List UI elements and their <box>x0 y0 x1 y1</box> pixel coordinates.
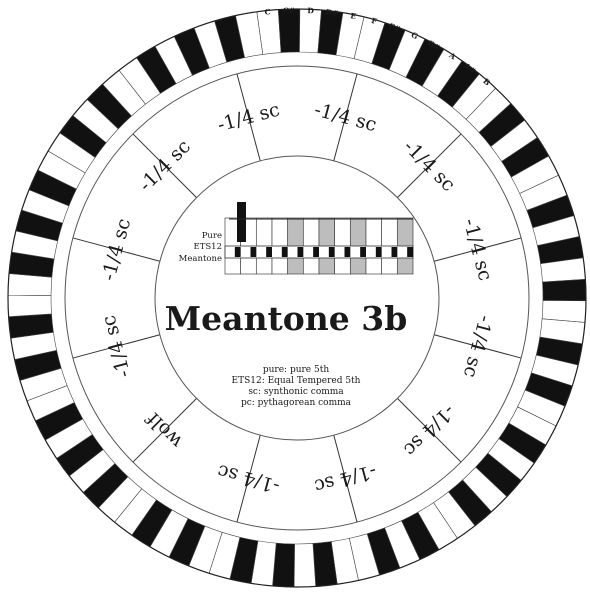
segment-divider <box>434 334 522 359</box>
diagram-title: Meantone 3b <box>165 299 408 338</box>
note-name-label: E <box>350 11 358 21</box>
legend-line-2: ETS12: Equal Tempered 5th <box>232 376 361 386</box>
white-key <box>293 543 317 588</box>
segment-divider <box>132 133 197 198</box>
chart-key-cell <box>250 247 257 257</box>
chart-key-cell <box>297 247 304 257</box>
chart-key-cell <box>313 247 319 257</box>
segment-divider <box>333 73 358 161</box>
chart-key-cell <box>266 247 272 257</box>
chart-key-cell <box>234 247 241 257</box>
note-name-label: B <box>481 76 492 87</box>
segment-divider <box>236 73 261 161</box>
chart-key-cell <box>407 247 413 257</box>
note-name-label: A <box>447 50 458 61</box>
keyboard-ring <box>7 8 587 588</box>
segment-divider <box>397 398 462 463</box>
segment-divider <box>397 133 462 198</box>
legend-line-4: pc: pythagorean comma <box>241 398 352 408</box>
chart-key-cell <box>344 247 351 257</box>
note-name-label: G <box>410 30 420 41</box>
note-name-label: D# <box>325 7 339 17</box>
white-key <box>7 294 52 318</box>
black-key <box>277 8 301 53</box>
legend-line-3: sc: synthonic comma <box>248 387 344 397</box>
segment-divider <box>333 435 358 523</box>
black-key <box>542 278 587 302</box>
key-label-ets12: ETS12 <box>193 242 222 252</box>
chart-key-cell <box>328 247 335 257</box>
segment-divider <box>132 398 197 463</box>
segment-divider <box>72 237 160 262</box>
note-name-label: D <box>307 6 314 15</box>
segment-divider <box>236 435 261 523</box>
key-label-meantone: Meantone <box>179 254 222 264</box>
pure-bar <box>237 202 246 242</box>
key-chart <box>224 202 414 275</box>
segment-divider <box>434 237 522 262</box>
legend-line-1: pure: pure 5th <box>263 365 329 375</box>
note-name-label: C <box>264 7 271 17</box>
note-name-label: F <box>370 16 378 26</box>
segment-divider <box>72 334 160 359</box>
chart-key-cell <box>281 247 288 257</box>
chart-key-cell <box>391 247 398 257</box>
note-name-label: C# <box>283 6 296 15</box>
chart-key-cell <box>360 247 366 257</box>
outer-rim <box>7 8 587 588</box>
segment-dividers <box>72 73 522 523</box>
key-label-pure: Pure <box>202 231 222 241</box>
chart-key-cell <box>375 247 382 257</box>
note-name-label: F# <box>388 21 402 33</box>
